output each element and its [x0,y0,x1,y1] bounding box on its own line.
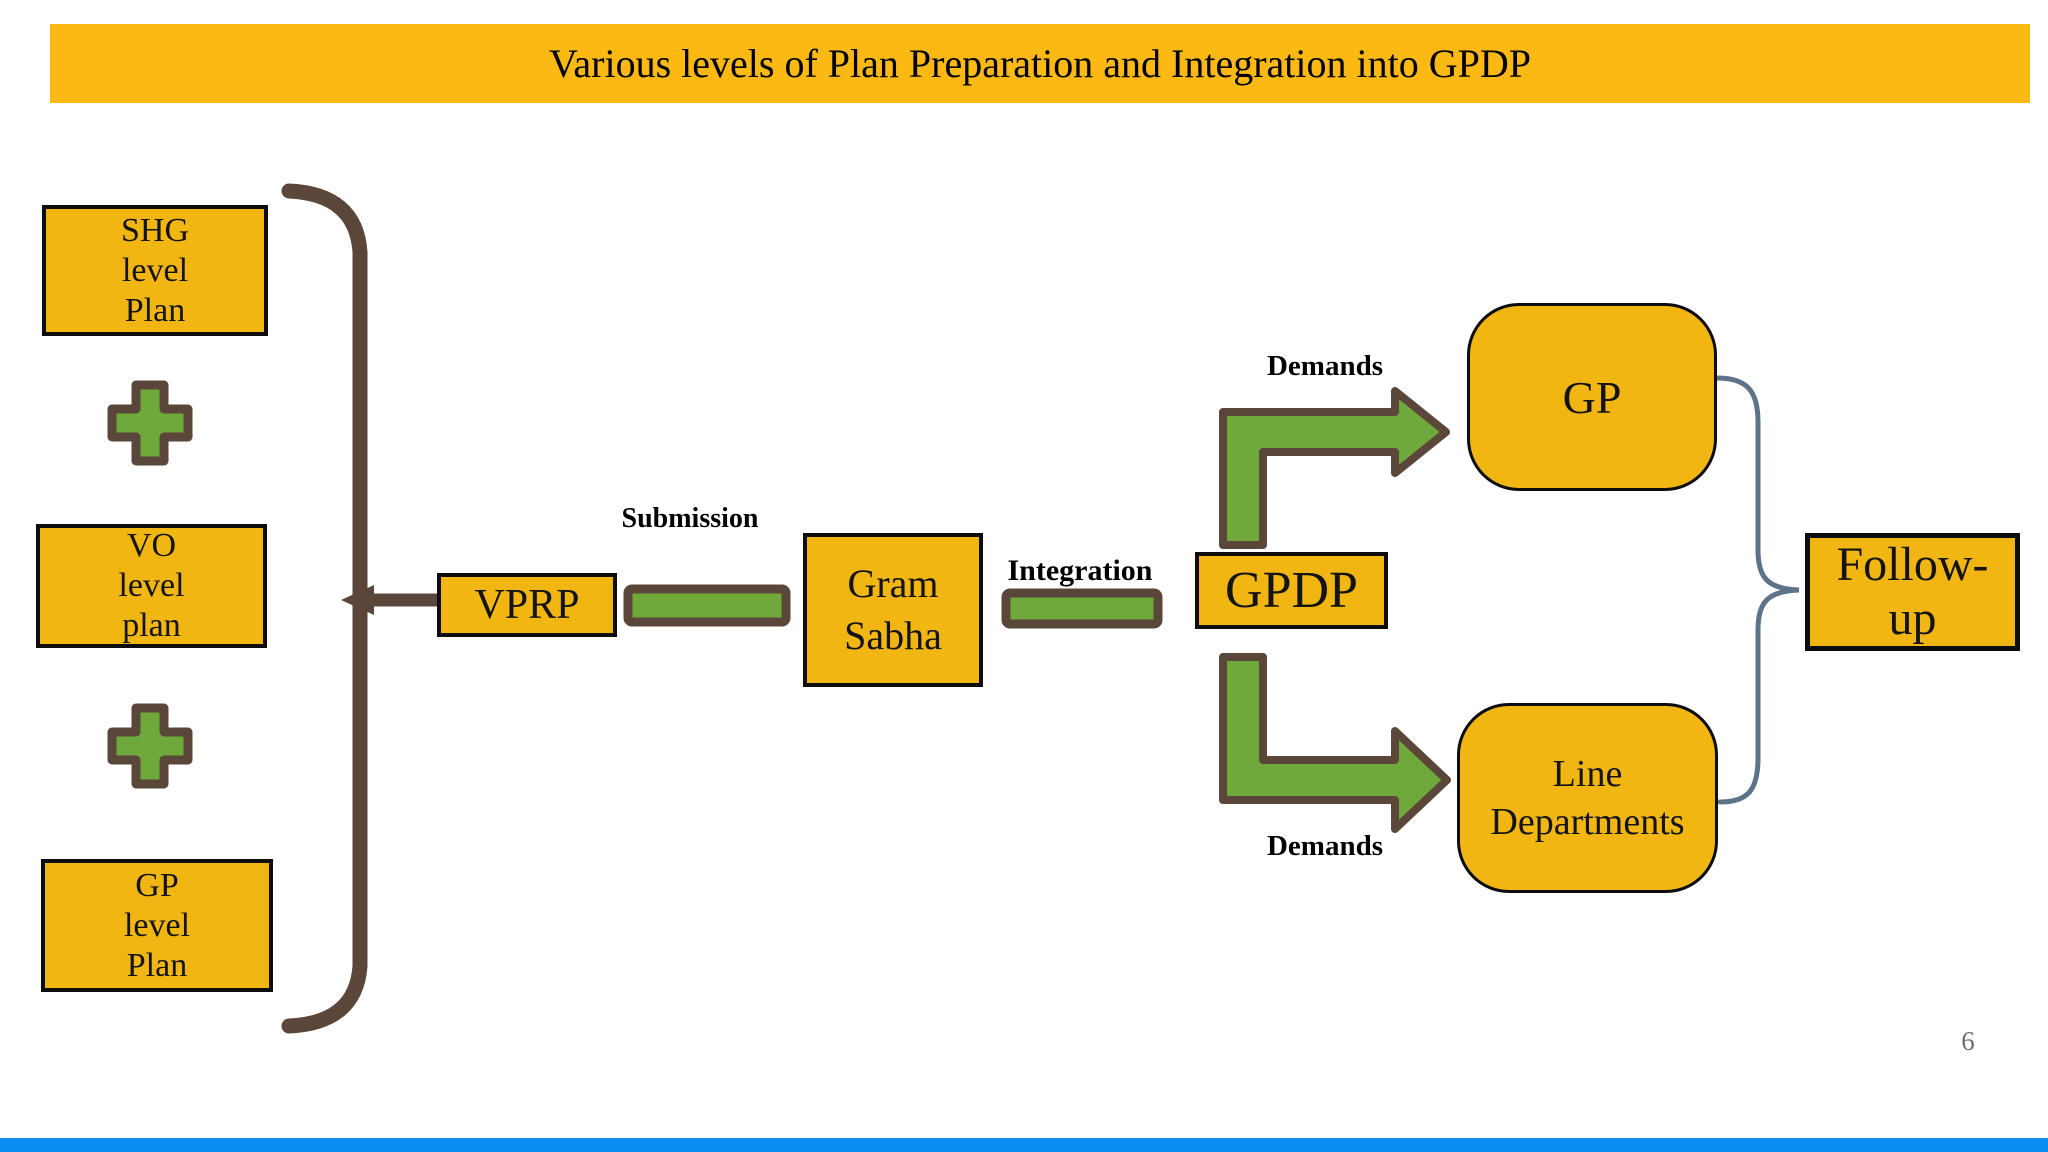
node-gp-level-plan: GP level Plan [41,859,273,992]
node-vo-level-plan: VO level plan [36,524,267,648]
node-text: SHG [120,211,190,249]
brace-tip-icon [341,585,374,615]
submission-label: Submission [621,503,759,534]
title-banner: Various levels of Plan Preparation and I… [50,24,2030,103]
node-text: level [121,251,189,289]
node-text: Gram [847,561,939,606]
node-text: up [1888,592,1937,645]
submission-connector-bar [623,584,791,627]
demands-bottom-label: Demands [1266,830,1383,862]
node-text: level [123,906,191,944]
node-follow-up: Follow- up [1805,533,2020,651]
node-line-departments: Line Departments [1457,703,1718,893]
node-text: Sabha [844,613,942,658]
page-number: 6 [1961,1026,1975,1056]
demands-top-label: Demands [1266,350,1383,382]
footer-accent-bar [0,1138,2048,1152]
node-text: VPRP [474,582,580,628]
followup-brace [1714,375,1800,805]
node-vprp: VPRP [437,573,617,637]
node-text: VO [126,527,177,564]
node-text: GP [1562,371,1622,423]
node-text: plan [122,607,181,644]
integration-label: Integration [1007,554,1153,587]
node-text: Departments [1490,801,1685,843]
node-text: GP [135,866,179,904]
node-gram-sabha: Gram Sabha [803,533,983,687]
plus-icon [107,703,193,789]
demands-down-arrow-icon [1219,653,1451,833]
node-text: Plan [126,946,188,984]
node-text: Follow- [1836,538,1989,591]
integration-connector-bar [1001,588,1163,629]
node-text: GPDP [1225,562,1358,619]
slide-title: Various levels of Plan Preparation and I… [548,41,1532,86]
plus-icon [107,380,193,466]
node-shg-level-plan: SHG level Plan [42,205,268,336]
node-text: Plan [124,291,186,329]
plans-collector-brace [281,183,368,1034]
node-gpdp: GPDP [1195,552,1388,629]
demands-up-arrow-icon [1219,387,1450,549]
node-text: level [118,567,185,604]
node-gp: GP [1467,303,1717,491]
node-text: Line [1552,753,1623,795]
